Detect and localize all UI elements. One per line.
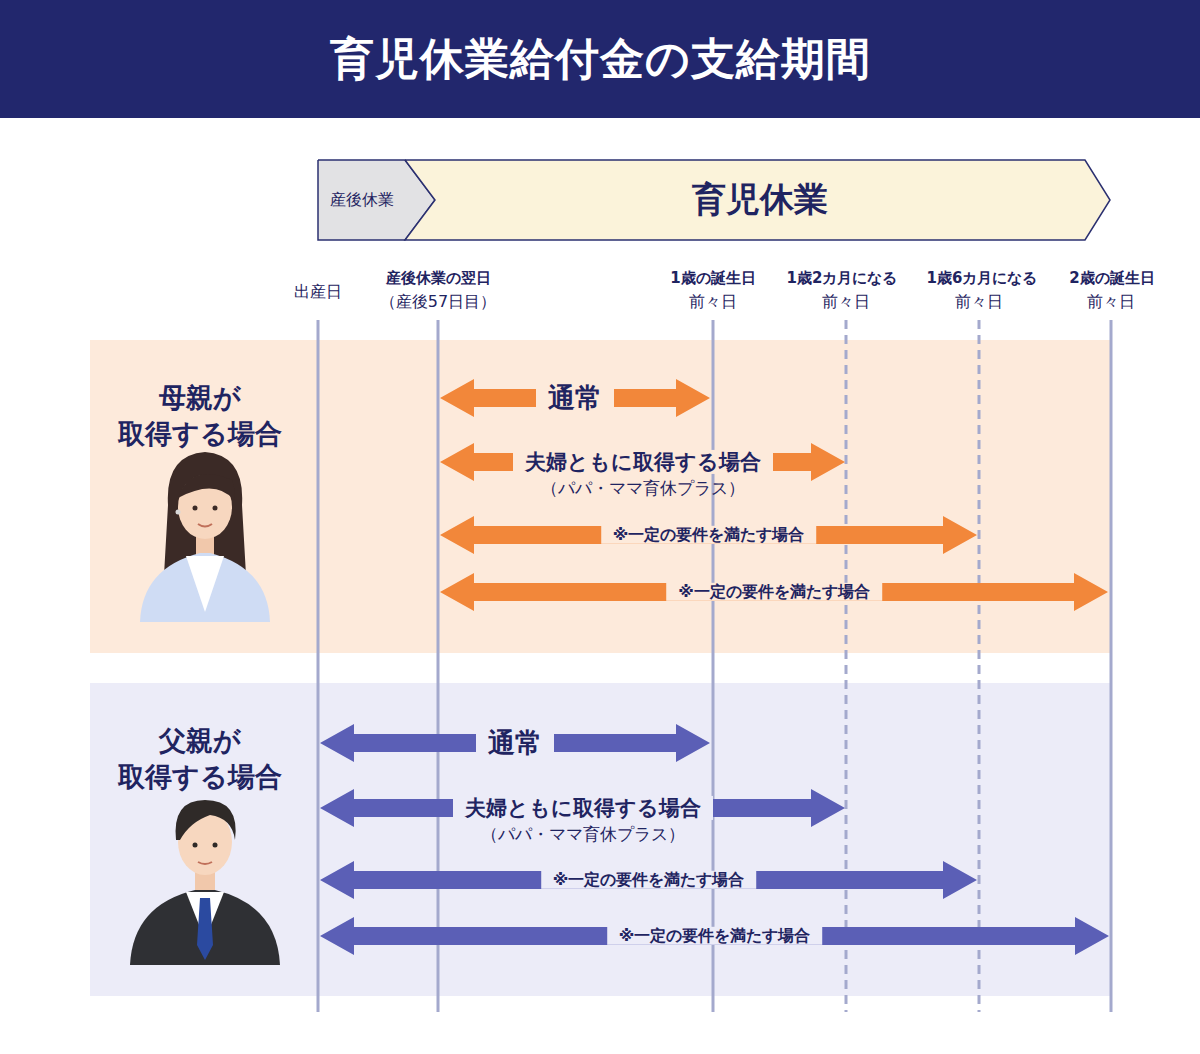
arrow-shape: [440, 573, 1108, 611]
timeline-point: 1歳6カ月になる: [927, 269, 1038, 288]
arrow-label: ※一定の要件を満たす場合: [607, 927, 823, 945]
group-panel: 母親が 取得する場合通常夫婦ともに取得する場合（パパ・ママ育休プラス）※一定の要…: [90, 340, 1110, 653]
arrow-shape: [440, 516, 977, 554]
panel-heading: 母親が 取得する場合: [110, 380, 290, 453]
arrow-label: 通常: [536, 382, 614, 413]
timeline-point: 産後休業の翌日: [386, 269, 491, 288]
band-shape: [405, 160, 1110, 240]
panel-heading: 父親が 取得する場合: [110, 723, 290, 796]
arrow-label: 通常: [476, 727, 554, 758]
period-arrow: 夫婦ともに取得する場合（パパ・ママ育休プラス）: [320, 786, 845, 830]
timeline-point: 2歳の誕生日: [1069, 269, 1154, 288]
arrow-label: 夫婦ともに取得する場合: [513, 450, 773, 474]
timeline-note: （産後57日目）: [380, 292, 496, 313]
arrow-shape: [320, 724, 710, 762]
period-arrow: 通常: [440, 376, 710, 420]
timeline-note: 前々日: [955, 292, 1003, 313]
arrow-sublabel: （パパ・ママ育休プラス）: [481, 823, 685, 846]
timeline-note: 出産日: [294, 282, 342, 303]
arrow-shape: [440, 443, 845, 481]
period-arrow: ※一定の要件を満たす場合: [440, 570, 1108, 614]
band-label: 産後休業: [330, 190, 394, 211]
period-arrow: ※一定の要件を満たす場合: [320, 858, 977, 902]
arrow-shape: [320, 861, 977, 899]
diagram-title: 育児休業給付金の支給期間: [330, 30, 871, 89]
title-bar: 育児休業給付金の支給期間: [0, 0, 1200, 118]
arrow-shape: [440, 379, 710, 417]
arrow-label: ※一定の要件を満たす場合: [601, 526, 817, 544]
period-arrow: ※一定の要件を満たす場合: [320, 914, 1109, 958]
timeline-note: 前々日: [822, 292, 870, 313]
timeline-note: 前々日: [689, 292, 737, 313]
arrow-label: ※一定の要件を満たす場合: [541, 871, 757, 889]
arrow-sublabel: （パパ・ママ育休プラス）: [541, 477, 745, 500]
timeline-point: 1歳の誕生日: [670, 269, 755, 288]
arrow-label: 夫婦ともに取得する場合: [453, 796, 713, 820]
period-arrow: 通常: [320, 721, 710, 765]
phase-band: 育児休業: [405, 160, 1110, 240]
arrow-label: ※一定の要件を満たす場合: [666, 583, 882, 601]
arrow-shape: [320, 789, 845, 827]
period-arrow: ※一定の要件を満たす場合: [440, 513, 977, 557]
period-arrow: 夫婦ともに取得する場合（パパ・ママ育休プラス）: [440, 440, 845, 484]
band-label: 育児休業: [692, 177, 828, 223]
timeline-point: 1歳2カ月になる: [787, 269, 898, 288]
timeline-note: 前々日: [1087, 292, 1135, 313]
group-panel: 父親が 取得する場合通常夫婦ともに取得する場合（パパ・ママ育休プラス）※一定の要…: [90, 683, 1110, 996]
arrow-shape: [320, 917, 1109, 955]
